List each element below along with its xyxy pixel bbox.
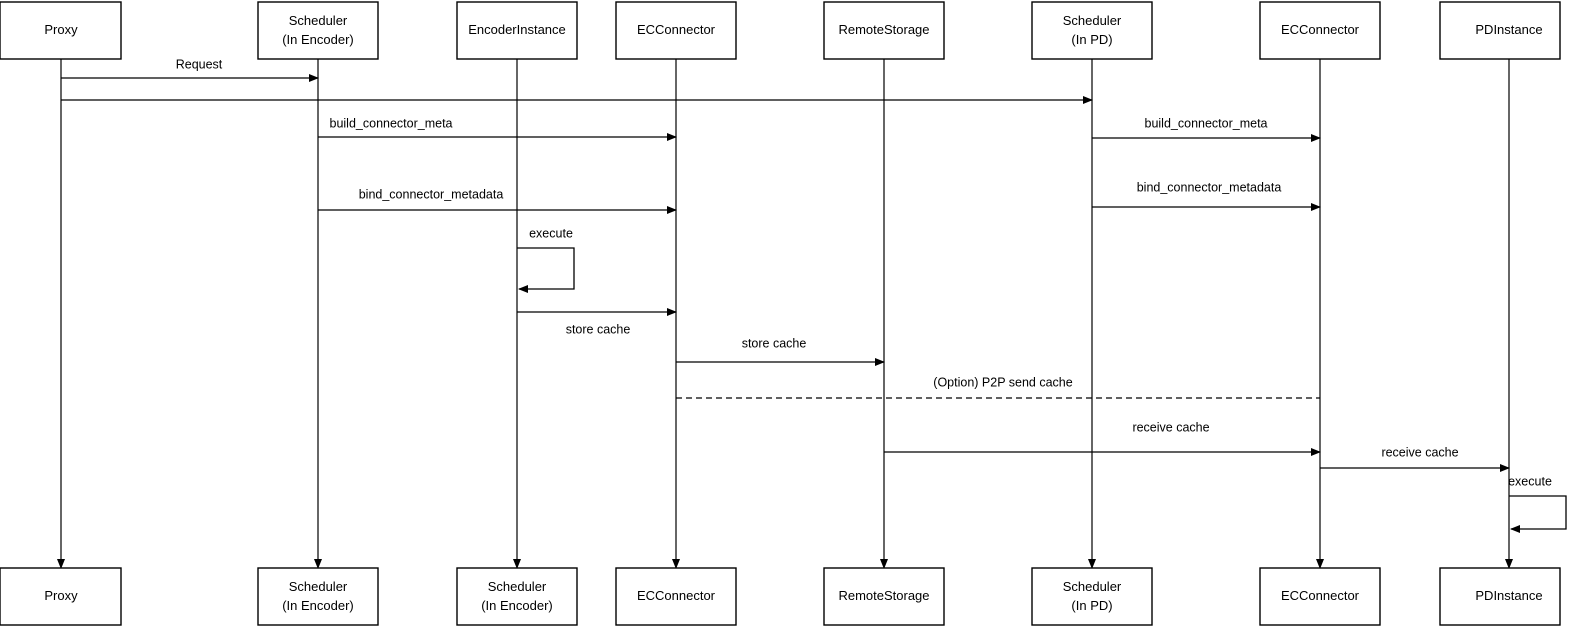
message-m7[interactable]: store cache	[517, 308, 677, 336]
message-label: (Option) P2P send cache	[933, 375, 1072, 389]
self-message-path	[1509, 495, 1567, 533]
actor-box-top-sched_pd[interactable]: Scheduler (In PD)	[1031, 1, 1153, 60]
actor-box-bottom-sched_pd[interactable]: Scheduler (In PD)	[1031, 567, 1153, 626]
actor-label-primary: Proxy	[44, 22, 78, 37]
message-m8[interactable]: store cache	[676, 336, 885, 366]
message-m9[interactable]: (Option) P2P send cache	[676, 375, 1320, 399]
actor-label-primary: ECConnector	[1281, 588, 1360, 603]
actor-label-primary: Scheduler	[289, 13, 348, 28]
actor-box-bottom-sched_enc[interactable]: Scheduler (In Encoder)	[257, 567, 379, 626]
actor-box-bottom-proxy[interactable]: Proxy	[0, 567, 122, 626]
message-m6[interactable]: bind_connector_metadata	[1092, 180, 1321, 211]
self-message-s2[interactable]: execute	[1508, 474, 1567, 533]
actor-box-top-proxy[interactable]: Proxy	[0, 1, 122, 60]
actor-box-bottom-ecc_left[interactable]: ECConnector	[615, 567, 737, 626]
self-message-s1[interactable]: execute	[517, 226, 575, 293]
actor-label-primary: ECConnector	[637, 588, 716, 603]
actor-label-primary: RemoteStorage	[838, 588, 929, 603]
self-message-path	[517, 247, 575, 293]
message-m4[interactable]: build_connector_meta	[1092, 116, 1321, 142]
actor-label-secondary: (In Encoder)	[282, 32, 354, 47]
actor-label-primary: ECConnector	[1281, 22, 1360, 37]
actor-box-top-sched_enc[interactable]: Scheduler (In Encoder)	[257, 1, 379, 60]
actor-label-primary: Proxy	[44, 588, 78, 603]
actor-label-secondary: (In PD)	[1071, 598, 1112, 613]
actor-box-bottom-pd_inst[interactable]: PDInstance	[1439, 567, 1561, 626]
actor-label-primary: Scheduler	[1063, 13, 1122, 28]
actor-label-secondary: (In PD)	[1071, 32, 1112, 47]
actor-label-primary: Scheduler	[488, 579, 547, 594]
message-label: receive cache	[1381, 445, 1458, 459]
message-m1[interactable]: Request	[61, 57, 319, 82]
message-label: bind_connector_metadata	[359, 187, 504, 201]
actor-box-bottom-remote[interactable]: RemoteStorage	[823, 567, 945, 626]
message-label: build_connector_meta	[330, 116, 453, 130]
actor-label-primary: PDInstance	[1475, 22, 1542, 37]
message-label: store cache	[742, 336, 807, 350]
actor-box-top-remote[interactable]: RemoteStorage	[823, 1, 945, 60]
actor-label-primary: EncoderInstance	[468, 22, 566, 37]
lifelines-layer	[57, 59, 1513, 569]
message-m10[interactable]: receive cache	[884, 420, 1321, 456]
self-messages-layer: execute execute	[517, 226, 1567, 533]
actor-box-bottom-ecc_right[interactable]: ECConnector	[1259, 567, 1381, 626]
message-label: store cache	[566, 322, 631, 336]
actor-label-primary: Scheduler	[1063, 579, 1122, 594]
actor-box-top-pd_inst[interactable]: PDInstance	[1439, 1, 1561, 60]
message-m5[interactable]: bind_connector_metadata	[318, 187, 677, 214]
message-label: receive cache	[1132, 420, 1209, 434]
self-message-label: execute	[1508, 474, 1552, 488]
actor-label-primary: ECConnector	[637, 22, 716, 37]
message-label: Request	[176, 57, 223, 71]
actor-label-primary: Scheduler	[289, 579, 348, 594]
actor-label-secondary: (In Encoder)	[481, 598, 553, 613]
message-label: build_connector_meta	[1145, 116, 1268, 130]
actor-box-top-encoder_inst[interactable]: EncoderInstance	[456, 1, 578, 60]
actor-label-primary: RemoteStorage	[838, 22, 929, 37]
actor-box-bottom-encoder_inst[interactable]: Scheduler (In Encoder)	[456, 567, 578, 626]
actor-box-top-ecc_left[interactable]: ECConnector	[615, 1, 737, 60]
message-m11[interactable]: receive cache	[1320, 445, 1510, 472]
messages-layer: Request build_connector_meta build_connect…	[61, 57, 1510, 472]
actor-label-primary: PDInstance	[1475, 588, 1542, 603]
actor-label-secondary: (In Encoder)	[282, 598, 354, 613]
message-m3[interactable]: build_connector_meta	[318, 116, 677, 141]
message-label: bind_connector_metadata	[1137, 180, 1282, 194]
actor-box-top-ecc_right[interactable]: ECConnector	[1259, 1, 1381, 60]
self-message-label: execute	[529, 226, 573, 240]
